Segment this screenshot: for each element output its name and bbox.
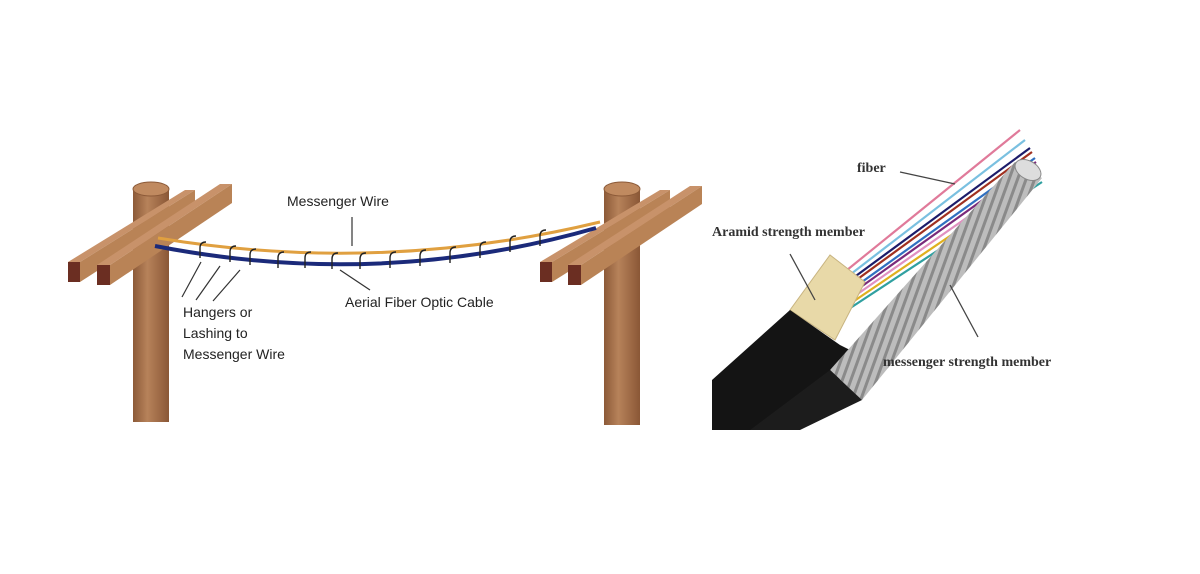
cable-photo	[712, 129, 1043, 430]
label-aramid-strength-member: Aramid strength member	[712, 225, 865, 240]
black-jacket	[712, 310, 870, 430]
label-fiber: fiber	[857, 161, 886, 176]
left-utility-pole	[68, 181, 232, 422]
label-messenger-wire: Messenger Wire	[287, 193, 389, 209]
messenger-wire	[157, 220, 601, 255]
messenger-steel	[830, 162, 1042, 400]
leader-lines-right	[789, 171, 979, 338]
label-hangers-1: Hangers or	[183, 304, 253, 320]
right-utility-pole	[540, 181, 702, 425]
messenger-jacket	[750, 370, 862, 430]
left-crossarm	[68, 184, 232, 285]
label-hangers-2: Lashing to	[183, 325, 248, 341]
lashing-hangers	[199, 229, 547, 269]
right-crossarm	[540, 186, 702, 285]
aerial-fiber-cable	[154, 226, 597, 267]
label-aerial-fiber-cable: Aerial Fiber Optic Cable	[345, 294, 494, 310]
label-hangers-3: Messenger Wire	[183, 346, 285, 362]
label-messenger-strength-member: messenger strength member	[883, 355, 1051, 370]
aramid-yarn	[789, 254, 866, 341]
leader-lines-left	[181, 217, 371, 302]
